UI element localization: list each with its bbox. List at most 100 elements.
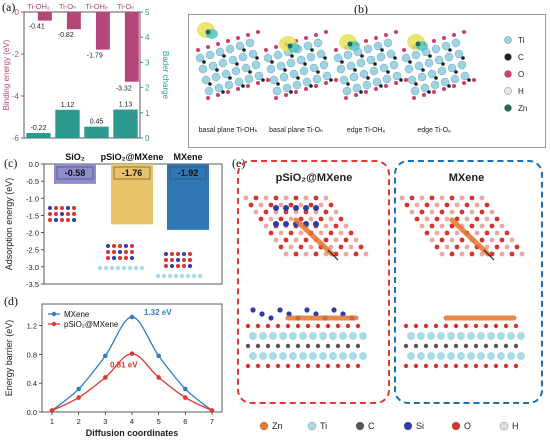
o-atom <box>266 78 270 82</box>
lattice-atom <box>424 202 430 208</box>
lattice-atom <box>328 202 334 208</box>
o-atom <box>384 33 388 37</box>
ti-atom <box>450 74 460 84</box>
c-atom <box>461 56 465 60</box>
structure-atom <box>60 218 64 222</box>
ti-atom <box>276 61 286 71</box>
side-atom <box>437 352 445 360</box>
lattice-atom <box>323 209 329 215</box>
o-atom <box>324 30 328 34</box>
ti-atom <box>444 52 454 62</box>
lattice-atom <box>454 202 460 208</box>
c-atom <box>434 76 438 80</box>
ti-atom <box>241 63 251 73</box>
side-atom <box>483 343 489 349</box>
side-atom <box>487 352 495 360</box>
side-atom <box>423 323 429 329</box>
side-atom <box>315 343 321 349</box>
lattice-atom <box>459 195 465 201</box>
structure-caption: basal plane Ti-OHₕ <box>199 127 258 134</box>
side-atom <box>467 352 475 360</box>
structure-atom <box>188 258 192 262</box>
structure-caption: basal plane Ti-Oₕ <box>269 127 323 134</box>
c-atom <box>222 54 226 58</box>
side-atom <box>407 352 415 360</box>
side-atom <box>315 323 321 329</box>
lattice-atom <box>469 251 475 257</box>
legend-marker-h <box>504 87 512 95</box>
diffusion-arrow <box>483 249 495 261</box>
side-atom <box>517 332 525 340</box>
bader-charge-bar <box>55 109 80 138</box>
si-atom <box>293 205 299 211</box>
lattice-atom <box>484 230 490 236</box>
side-atom <box>285 323 291 329</box>
ti-atom <box>414 61 424 71</box>
structure-atom <box>188 252 192 256</box>
ti-atom <box>234 77 244 87</box>
ti-atom <box>376 52 386 62</box>
lattice-atom <box>474 202 480 208</box>
ti-atom <box>451 38 461 48</box>
y-tick-label: -2.5 <box>26 246 39 255</box>
o-atom <box>206 96 210 100</box>
side-atom <box>493 323 499 329</box>
lattice-atom <box>424 216 430 222</box>
ti-atom <box>299 66 309 76</box>
lattice-atom <box>434 230 440 236</box>
c-atom <box>366 76 370 80</box>
legend-marker-o <box>504 70 512 78</box>
lattice-atom <box>479 209 485 215</box>
c-atom <box>379 84 383 88</box>
ti-atom <box>303 41 313 51</box>
side-atom <box>269 332 277 340</box>
lattice-atom <box>519 251 525 257</box>
o-atom <box>256 30 260 34</box>
o-atom <box>354 93 358 97</box>
binding-energy-label: -0.82 <box>58 32 74 39</box>
side-atom <box>483 363 489 369</box>
o-atom <box>236 87 240 91</box>
y-tick-label: -1.5 <box>26 211 39 220</box>
y-tick-label: -3.0 <box>26 263 39 272</box>
o-atom <box>206 45 210 49</box>
y-axis-label: Energy barrier (eV) <box>4 320 14 397</box>
left-tick-label: -2 <box>12 50 20 59</box>
y-tick-label: 0.4 <box>27 379 37 388</box>
lattice-atom <box>278 216 284 222</box>
side-atom <box>345 363 351 369</box>
side-atom <box>433 343 439 349</box>
side-atom <box>457 352 465 360</box>
y-tick-label: 0.8 <box>27 350 37 359</box>
right-tick-label: 2 <box>145 84 150 93</box>
si-atom-side <box>250 307 256 313</box>
side-atom <box>255 343 261 349</box>
legend-marker-c <box>355 421 365 431</box>
lattice-atom <box>298 244 304 250</box>
lattice-atom <box>323 237 329 243</box>
structure-atom <box>164 258 168 262</box>
ti-atom <box>272 86 282 96</box>
ti-atom <box>198 64 208 74</box>
value-box <box>56 166 94 180</box>
c-atom <box>208 82 212 86</box>
ti-atom <box>373 41 383 51</box>
lattice-atom <box>253 209 259 215</box>
lattice-atom <box>323 223 329 229</box>
side-atom <box>355 323 361 329</box>
c-atom <box>448 48 452 52</box>
side-atom <box>487 332 495 340</box>
lattice-atom <box>414 202 420 208</box>
structure-atom <box>170 252 174 256</box>
ti-atom <box>208 61 218 71</box>
substrate-atom <box>191 273 197 279</box>
x-tick-label: 6 <box>183 417 187 426</box>
ti-atom <box>313 38 323 48</box>
lattice-atom <box>489 209 495 215</box>
c-atom <box>316 70 320 74</box>
ti-atom <box>282 83 292 93</box>
side-atom <box>417 332 425 340</box>
lattice-atom <box>298 230 304 236</box>
lattice-atom <box>303 251 309 257</box>
ti-atom <box>441 41 451 51</box>
